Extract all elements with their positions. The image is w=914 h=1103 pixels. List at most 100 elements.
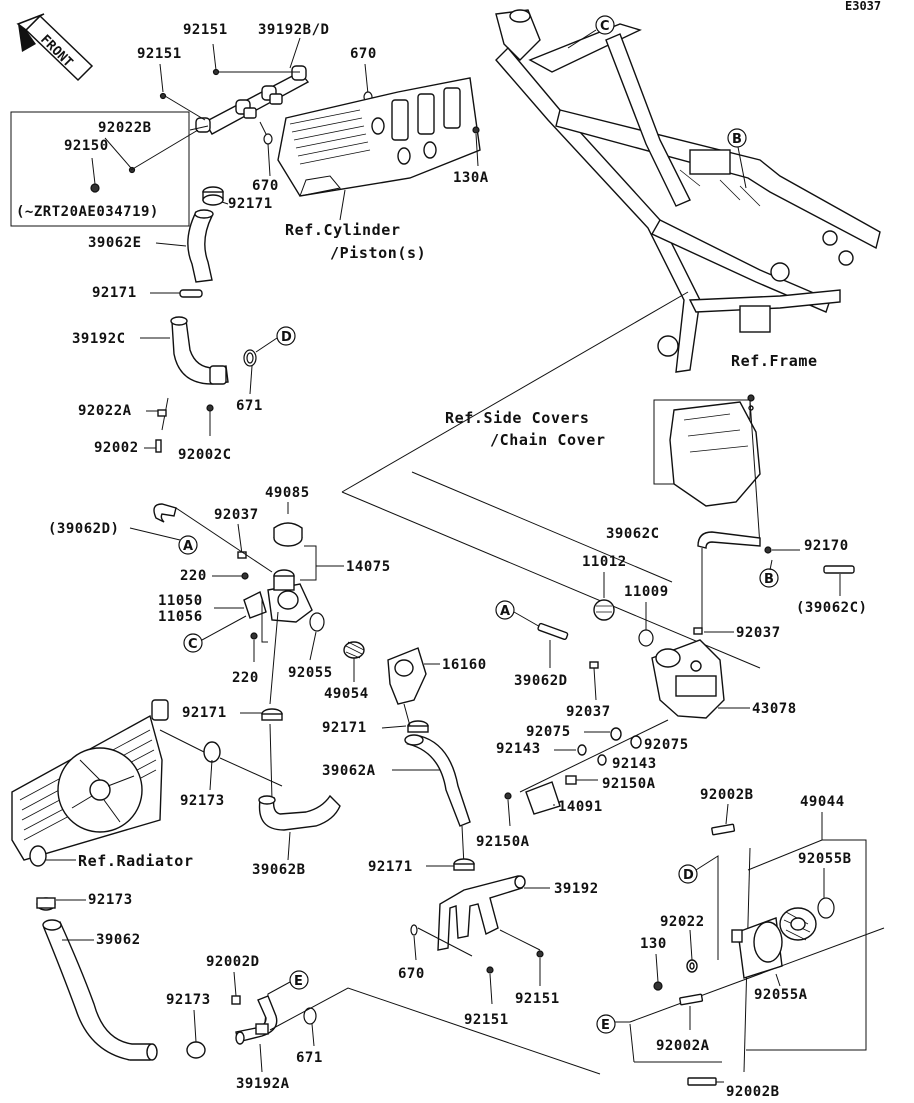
label-92173-b: 92173 [88, 892, 133, 908]
label-220-b: 220 [232, 670, 259, 686]
label-92171-a: 92171 [228, 196, 273, 212]
label-92022: 92022 [660, 914, 705, 930]
pipe-39192c [170, 316, 229, 385]
clamp-92171-mid [179, 289, 203, 298]
label-14091: 14091 [558, 799, 603, 815]
label-92143-a: 92143 [496, 741, 541, 757]
zrt-note: (~ZRT20AE034719) [16, 204, 159, 220]
callout-a-left [178, 535, 198, 555]
bolt-92150a-a [565, 775, 598, 785]
oring-670-bot [410, 924, 418, 936]
oring-92055b [817, 897, 835, 919]
label-43078: 43078 [752, 701, 797, 717]
callout-d-upper-letter: D [281, 330, 292, 345]
cap-49085 [273, 522, 303, 547]
callout-c-frame-letter: C [600, 19, 610, 34]
callout-e-left-letter: E [294, 974, 303, 989]
front-arrow-icon: FRONT [16, 13, 94, 82]
pipe-39192a [235, 995, 278, 1045]
water-pump-49044 [731, 907, 817, 979]
label-92151-b: 92151 [464, 1012, 509, 1028]
callout-a-left-letter: A [183, 539, 193, 554]
label-92002d: 92002D [206, 954, 260, 970]
label-92075-b: 92075 [644, 737, 689, 753]
reservoir-cap-11012 [593, 599, 615, 621]
label-92171-d: 92171 [322, 720, 367, 736]
label-92150a-a: 92150A [602, 776, 656, 792]
label-39062e: 39062E [88, 235, 142, 251]
label-39062a: 39062A [322, 763, 376, 779]
label-92151-c: 92151 [515, 991, 560, 1007]
label-92075-a: 92075 [526, 724, 571, 740]
hose-39062d-right [537, 622, 569, 641]
label-670-mid: 670 [252, 178, 279, 194]
label-14075: 14075 [346, 559, 391, 575]
label-92002c: 92002C [178, 447, 232, 463]
callout-d-lower [678, 864, 698, 884]
pipe-39192 [437, 875, 526, 951]
callout-e-right-letter: E [601, 1018, 610, 1033]
label-670-bot: 670 [398, 966, 425, 982]
label-92143-b: 92143 [612, 756, 657, 772]
callout-c-left-letter: C [188, 637, 198, 652]
label-39192c: 39192C [72, 331, 126, 347]
label-92037-c: 92037 [566, 704, 611, 720]
label-92150a-b: 92150A [476, 834, 530, 850]
callout-e-left [289, 970, 309, 990]
label-11012: 11012 [582, 554, 627, 570]
label-92171-b: 92171 [92, 285, 137, 301]
label-39062d-paren: (39062D) [48, 521, 119, 537]
callout-b-frame-letter: B [732, 132, 742, 147]
reservoir-tank-43078 [651, 639, 725, 719]
hose-39062a [404, 734, 471, 827]
ref-radiator: Ref.Radiator [78, 852, 194, 870]
label-92022a: 92022A [78, 403, 132, 419]
ref-chain-cover: /Chain Cover [490, 431, 606, 449]
callout-b-right [759, 568, 779, 588]
label-92002a: 92002A [656, 1038, 710, 1054]
callout-d-lower-letter: D [683, 868, 694, 883]
label-39062c-a: 39062C [606, 526, 660, 542]
radiator-illustration [11, 699, 169, 867]
collar-92143-a [577, 744, 587, 756]
callout-a-right-letter: A [500, 604, 510, 619]
gasket-11009 [638, 629, 654, 647]
cylinder-block-illustration [277, 77, 481, 197]
label-39192a: 39192A [236, 1076, 290, 1092]
hose-39062 [42, 919, 158, 1061]
motorcycle-frame-illustration [495, 9, 881, 373]
label-39062c-paren: (39062C) [796, 600, 867, 616]
label-39192bd: 39192B/D [258, 22, 329, 38]
clamp-92173-b [36, 897, 56, 911]
label-11056: 11056 [158, 609, 203, 625]
label-49054: 49054 [324, 686, 369, 702]
clamp-92171-c [261, 708, 283, 721]
hose-39062d-small [153, 503, 177, 523]
hose-39062b [258, 794, 341, 831]
label-49085: 49085 [265, 485, 310, 501]
label-670-top: 670 [350, 46, 377, 62]
oring-671-upper [243, 349, 257, 367]
ref-frame: Ref.Frame [731, 352, 818, 370]
label-92151-left: 92151 [137, 46, 182, 62]
bolt-92002b-b [687, 1077, 717, 1086]
ref-cylinder: Ref.Cylinder [285, 221, 401, 239]
thermostat-housing-14075 [267, 569, 313, 623]
hose-39062c [697, 531, 761, 549]
label-92037-a: 92037 [214, 507, 259, 523]
bolt-130 [653, 981, 663, 991]
label-671-a: 671 [236, 398, 263, 414]
diagram-code: E3037 [845, 0, 881, 13]
bolt-92002c [206, 404, 214, 436]
label-39192: 39192 [554, 881, 599, 897]
grommet-92075-a [610, 727, 622, 741]
label-92055a: 92055A [754, 987, 808, 1003]
ref-side-covers: Ref.Side Covers [445, 409, 589, 427]
callout-a-right [495, 600, 515, 620]
callout-c-left [183, 633, 203, 653]
clamp-92171-upper [202, 186, 224, 206]
label-92150: 92150 [64, 138, 109, 154]
label-92022b: 92022B [98, 120, 152, 136]
clamp-92171-d [407, 720, 429, 733]
